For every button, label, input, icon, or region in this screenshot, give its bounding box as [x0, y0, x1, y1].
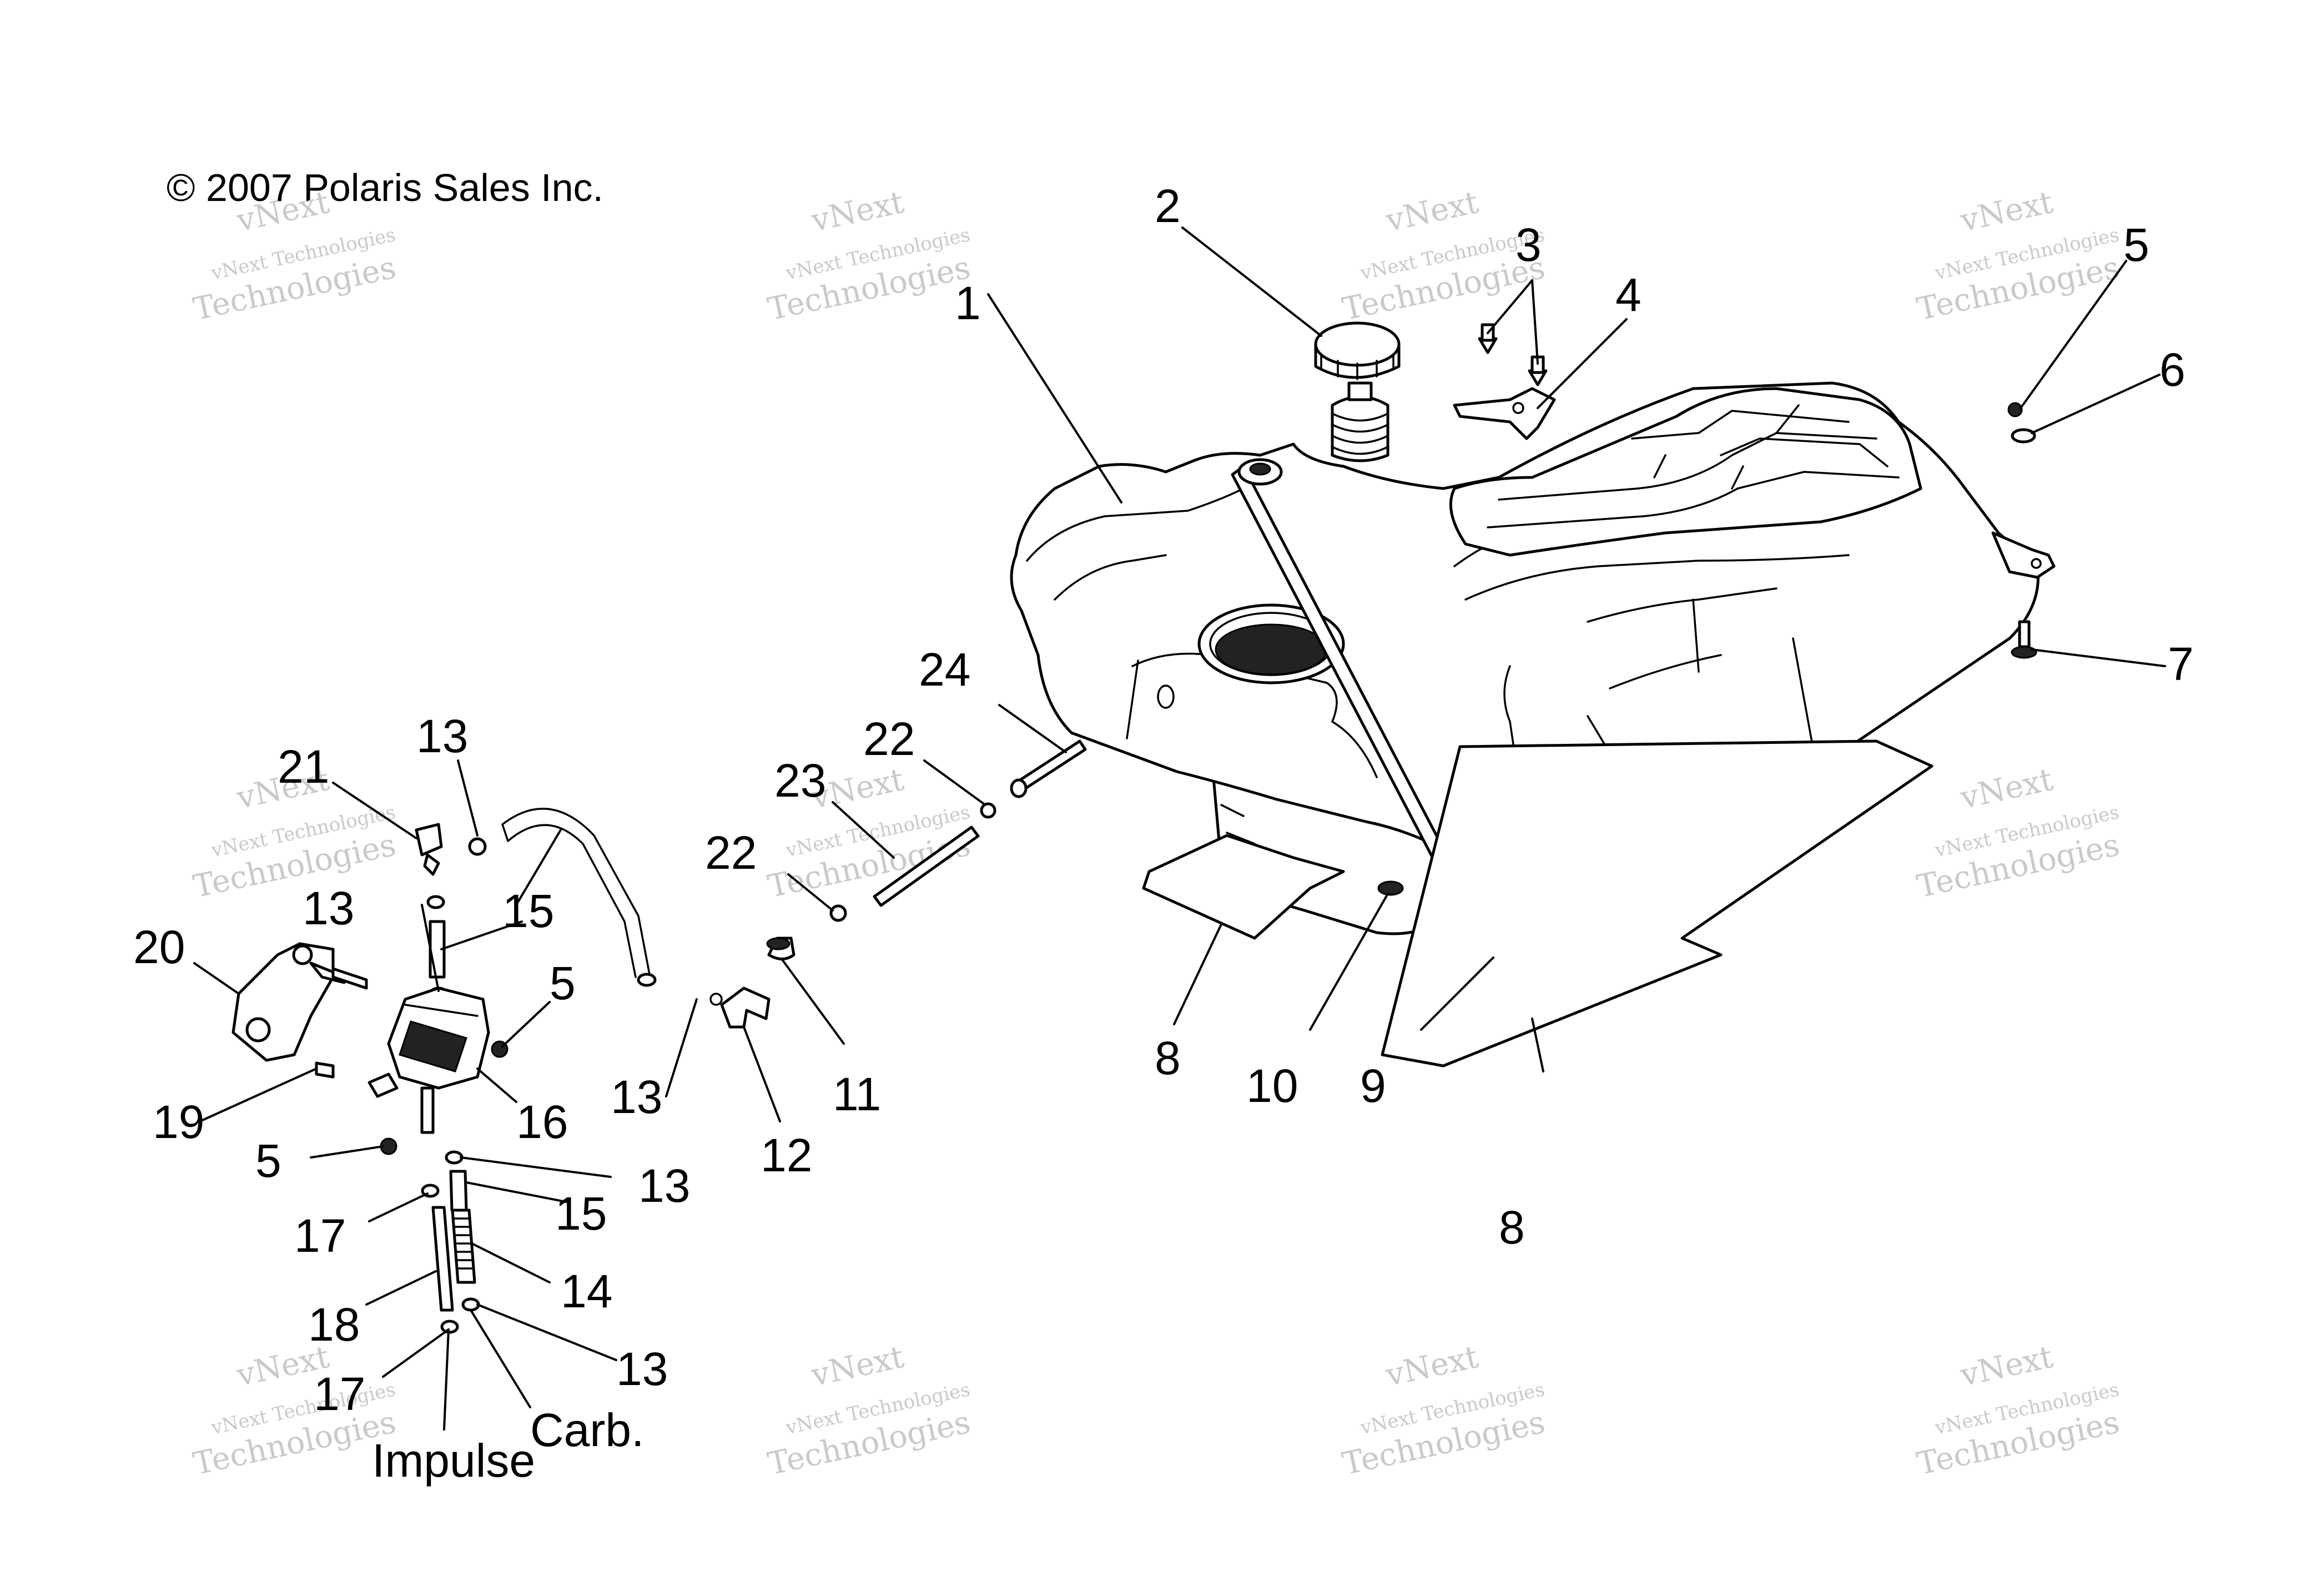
- svg-text:vNext: vNext: [808, 184, 907, 239]
- callout-8-long: 8: [1499, 1201, 1525, 1253]
- watermark: vNext vNext Technologies Technologies: [1340, 1339, 1548, 1482]
- callout-22-lower: 22: [705, 827, 757, 879]
- heat-shield-bracket: [1453, 387, 1556, 440]
- svg-text:vNext: vNext: [1382, 184, 1482, 239]
- callout-4: 4: [1615, 269, 1642, 321]
- svg-text:vNext: vNext: [1957, 1339, 2056, 1394]
- callout-15-upper: 15: [502, 885, 554, 937]
- impulse-label: Impulse: [372, 1434, 535, 1487]
- callout-5-valve: 5: [550, 957, 576, 1009]
- callout-13-mid: 13: [638, 1160, 690, 1212]
- callout-11: 11: [833, 1068, 881, 1120]
- callout-2: 2: [1155, 180, 1181, 232]
- callout-6: 6: [2159, 344, 2186, 396]
- callout-14: 14: [561, 1265, 612, 1317]
- callout-12: 12: [761, 1129, 812, 1181]
- callout-13-left: 13: [303, 882, 354, 934]
- callout-22-upper: 22: [863, 713, 915, 765]
- svg-text:vNext: vNext: [1957, 184, 2056, 239]
- callout-8-front: 8: [1155, 1032, 1181, 1084]
- callout-1: 1: [955, 277, 981, 329]
- callout-10: 10: [1246, 1060, 1298, 1112]
- foam-pad-front: [1142, 834, 1345, 940]
- callout-5-rear: 5: [2123, 219, 2149, 271]
- foam-pad-long: [1381, 739, 1934, 1068]
- carb-label: Carb.: [530, 1404, 644, 1456]
- callout-7: 7: [2168, 638, 2194, 690]
- callout-15-lower: 15: [555, 1187, 607, 1240]
- callout-24: 24: [919, 643, 970, 696]
- svg-text:vNext: vNext: [808, 1339, 907, 1394]
- fuel-valve-assembly: [231, 823, 508, 1334]
- callout-17-upper: 17: [294, 1210, 346, 1262]
- watermark: vNext vNext Technologies Technologies: [1914, 762, 2123, 905]
- callout-19: 19: [153, 1096, 204, 1148]
- callout-5-lower: 5: [255, 1135, 281, 1187]
- callout-3: 3: [1516, 219, 1542, 271]
- watermark: vNext vNext Technologies Technologies: [190, 1339, 399, 1482]
- watermark: vNext vNext Technologies Technologies: [765, 1339, 974, 1482]
- callout-20: 20: [133, 921, 185, 973]
- leader-lines: [193, 226, 2166, 1431]
- callout-21: 21: [278, 741, 329, 793]
- callout-17-lower: 17: [314, 1368, 365, 1420]
- callout-9: 9: [1360, 1060, 1386, 1112]
- watermark: vNext vNext Technologies Technologies: [765, 184, 974, 328]
- callout-labels: 1 2 3 4 5 6 7 8 8 9 10 11 12 13 13 13 13…: [133, 180, 2194, 1487]
- callout-13-bottom: 13: [616, 1343, 668, 1395]
- fuel-hose-upper: [501, 808, 657, 987]
- watermark: vNext vNext Technologies Technologies: [1914, 1339, 2123, 1482]
- callout-18: 18: [308, 1298, 360, 1351]
- callout-23: 23: [774, 754, 826, 807]
- callout-13-hose: 13: [611, 1071, 662, 1123]
- fuel-cap: [1314, 321, 1401, 380]
- callout-13-top: 13: [416, 710, 468, 762]
- svg-text:vNext: vNext: [1382, 1339, 1482, 1394]
- fuel-line-hardware: [709, 739, 1087, 1029]
- callout-16: 16: [516, 1096, 568, 1148]
- rear-mount-hardware: [2007, 402, 2037, 659]
- copyright-notice: © 2007 Polaris Sales Inc.: [167, 166, 603, 209]
- svg-text:vNext: vNext: [1957, 762, 2056, 817]
